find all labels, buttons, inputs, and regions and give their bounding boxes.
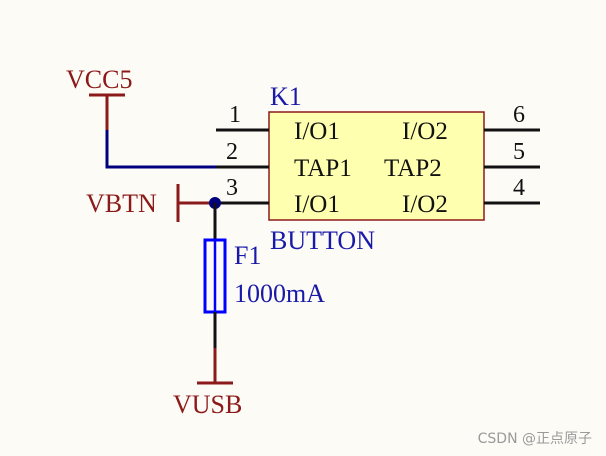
pin-6-number: 6 <box>513 102 525 128</box>
vusb-power-port[interactable]: VUSB <box>173 348 242 419</box>
switch-designator: K1 <box>270 82 302 111</box>
pin-3-number: 3 <box>226 175 238 201</box>
pin-4-number: 4 <box>513 175 525 201</box>
pin-label-io1-bottom: I/O1 <box>294 191 340 218</box>
vbtn-net-port[interactable]: VBTN <box>86 184 215 222</box>
vbtn-net-label: VBTN <box>86 189 157 218</box>
switch-comment: BUTTON <box>270 226 375 255</box>
pin-5-number: 5 <box>513 139 525 165</box>
pin-label-io2-bottom: I/O2 <box>402 191 448 218</box>
pin-label-tap1: TAP1 <box>294 155 352 182</box>
vusb-net-label: VUSB <box>173 390 242 419</box>
watermark-text: CSDN @正点原子 <box>477 431 592 447</box>
pin-label-io1-top: I/O1 <box>294 118 340 145</box>
fuse-value: 1000mA <box>234 279 325 308</box>
pin-1-number: 1 <box>229 102 241 128</box>
switch-k1[interactable]: 1 2 3 6 5 4 I/O1 I/O2 TAP1 TAP2 I/O1 I/O… <box>216 82 540 255</box>
pin-label-tap2: TAP2 <box>384 155 442 182</box>
vcc5-power-port[interactable]: VCC5 <box>66 65 132 130</box>
vcc5-net-label: VCC5 <box>66 65 132 94</box>
fuse-designator: F1 <box>234 241 261 270</box>
pin-2-number: 2 <box>226 139 238 165</box>
pin-label-io2-top: I/O2 <box>402 118 448 145</box>
fuse-f1[interactable]: F1 1000mA <box>203 238 325 314</box>
vcc5-wire[interactable] <box>105 130 216 169</box>
